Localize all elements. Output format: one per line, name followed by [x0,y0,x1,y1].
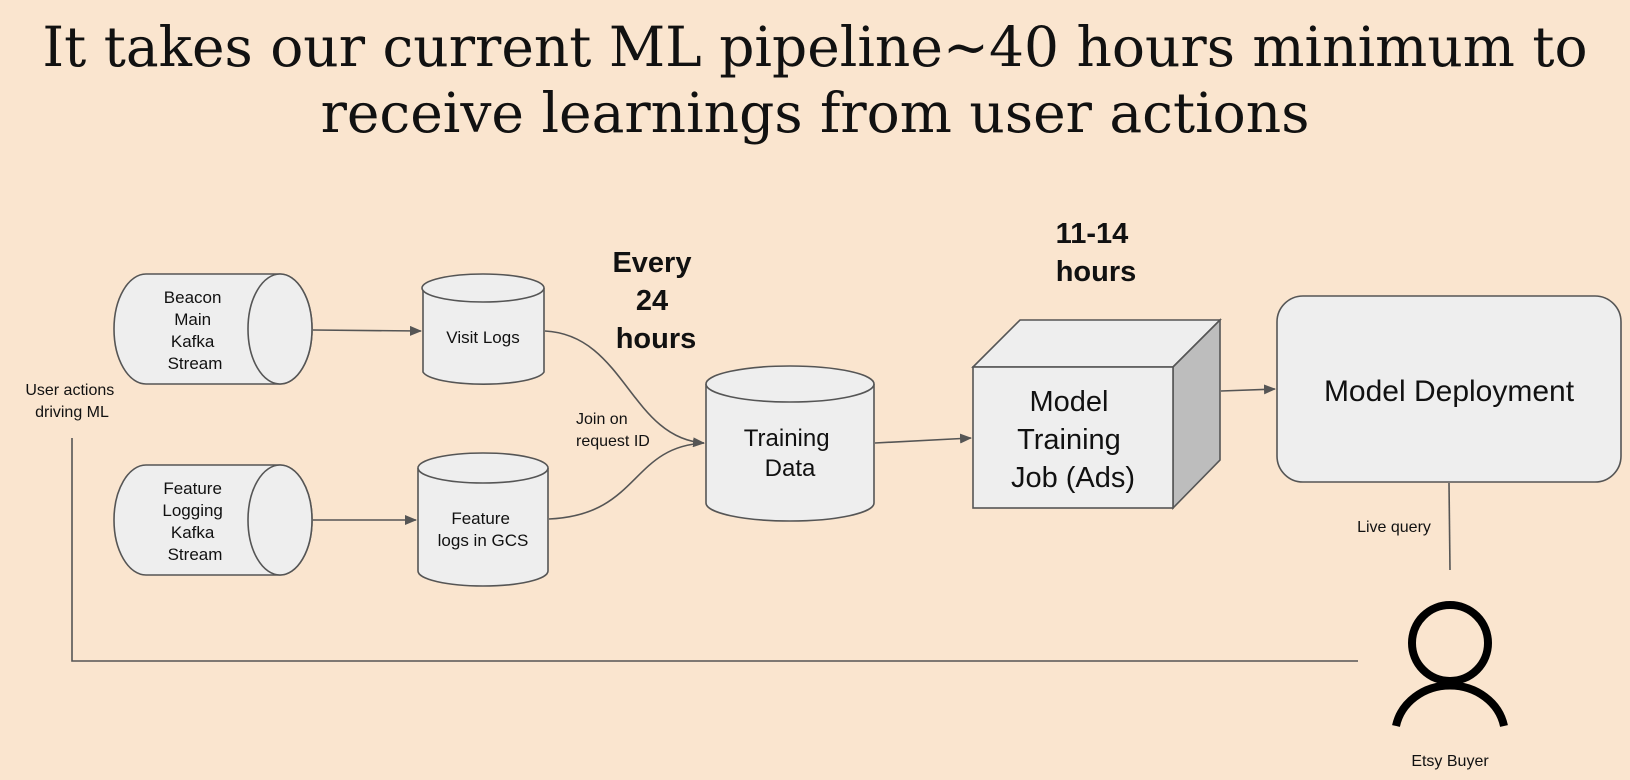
title-line-2: receive learnings from user actions [320,81,1310,145]
feature-stream-line-2: Logging [162,501,223,520]
beacon-line-3: Kafka [171,332,215,351]
person-icon [1392,601,1508,727]
user-actions-line-2: driving ML [35,404,109,421]
svg-text:Training Data: Training Data [744,425,837,482]
feature-logs-cylinder: Feature logs in GCS [417,452,549,587]
model-training-line-3: Job (Ads) [1011,462,1135,494]
training-data-line-1: Training [744,425,830,452]
slide-title: It takes our current ML pipeline~40 hour… [0,14,1630,146]
beacon-line-4: Stream [168,354,223,373]
svg-text:User actions driving ML: User actions driving ML [25,382,118,421]
svg-text:Feature Logging Ka: Feature Logging Kafka Stream [162,479,227,564]
arrow-beacon-to-visit-logs [312,325,422,336]
etsy-buyer-label: Etsy Buyer [1411,753,1489,770]
visit-logs-label: Visit Logs [446,328,519,347]
arrow-model-to-deployment [1220,384,1276,395]
feature-kafka-stream: Feature Logging Kafka Stream [113,464,313,576]
svg-text:Join on request ID: Join on request ID [576,411,650,450]
live-query-line [1448,482,1451,571]
visit-logs-cylinder: Visit Logs [421,273,545,386]
model-training-box: Model Training Job (Ads) [971,318,1222,510]
beacon-line-1: Beacon [164,288,222,307]
feature-stream-line-1: Feature [163,479,222,498]
join-line-1: Join on [576,411,628,428]
model-deployment-label: Model Deployment [1324,375,1575,408]
model-training-line-2: Training [1017,424,1121,456]
svg-text:Every 24 hours: Every 24 hours [612,247,699,355]
duration-line-1: 11-14 [1056,218,1129,250]
model-training-line-1: Model [1029,386,1108,418]
beacon-kafka-stream: Beacon Main Kafka Stream [113,273,313,385]
curve-gcs-to-training [548,442,705,520]
svg-text:Model Training Job: Model Training Job (Ads) [1011,386,1135,494]
user-actions-line-1: User actions [25,382,114,399]
feature-logs-line-1: Feature [451,509,510,528]
beacon-line-2: Main [174,310,211,329]
join-line-2: request ID [576,433,650,450]
model-deployment-box: Model Deployment [1276,295,1622,483]
live-query-label: Live query [1357,519,1431,536]
svg-text:Feature logs in GCS: Feature logs in GCS [438,509,529,550]
arrow-training-to-model [874,433,972,444]
every-24-line-2: 24 [636,285,668,317]
every-24-line-1: Every [612,247,691,279]
duration-line-2: hours [1056,256,1137,288]
title-line-1: It takes our current ML pipeline~40 hour… [42,15,1588,79]
feedback-loop-line [71,438,1358,662]
feature-stream-line-4: Stream [168,545,223,564]
svg-text:Beacon Main Kafka: Beacon Main Kafka Stream [164,288,226,373]
svg-text:11-14 hours: 11-14 hours [1056,218,1137,288]
feature-stream-line-3: Kafka [171,523,215,542]
training-data-line-2: Data [765,455,816,482]
feature-logs-line-2: logs in GCS [438,531,529,550]
curve-visit-logs-to-training [544,330,705,448]
training-data-cylinder: Training Data [705,365,875,522]
every-24-line-3: hours [616,323,697,355]
